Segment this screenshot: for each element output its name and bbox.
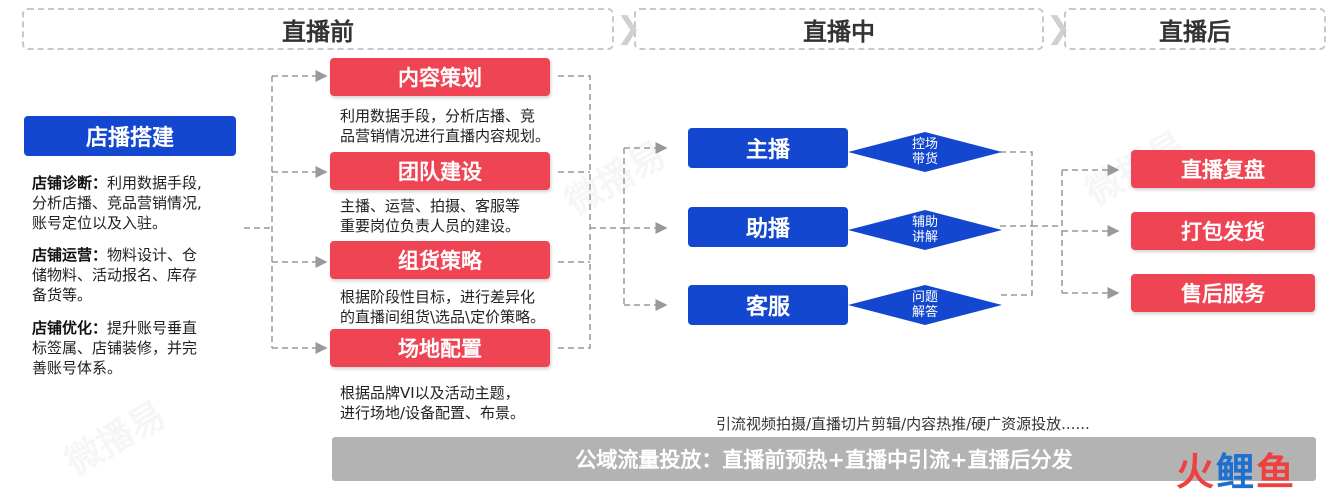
step-product-strategy: 组货策略 bbox=[330, 241, 550, 279]
step-content-planning-desc: 利用数据手段，分析店播、竞 品营销情况进行直播内容规划。 bbox=[340, 107, 551, 145]
post-shipping: 打包发货 bbox=[1131, 212, 1315, 250]
phase-before: 直播前 bbox=[22, 8, 614, 50]
step-venue-config: 场地配置 bbox=[330, 329, 550, 367]
store-operation: 店铺运营：物料设计、仓 储物料、活动报名、库存 备货等。 bbox=[32, 246, 198, 304]
step-team-building: 团队建设 bbox=[330, 152, 550, 190]
phase-during-label: 直播中 bbox=[803, 17, 875, 46]
role-host: 主播 bbox=[688, 128, 848, 168]
step-venue-config-desc: 根据品牌VI以及活动主题， 进行场地/设备配置、布景。 bbox=[340, 384, 526, 422]
store-setup-title: 店播搭建 bbox=[24, 116, 236, 156]
step-team-building-desc: 主播、运营、拍摄、客服等 重要岗位负责人员的建设。 bbox=[340, 197, 521, 235]
phase-after: 直播后 bbox=[1064, 8, 1326, 50]
step-content-planning: 内容策划 bbox=[330, 58, 550, 96]
phase-during: 直播中 bbox=[634, 8, 1044, 50]
bottom-banner: 公域流量投放：直播前预热+直播中引流+直播后分发 bbox=[332, 437, 1316, 481]
step-product-strategy-desc: 根据阶段性目标，进行差异化 的直播间组货\选品\定价策略。 bbox=[340, 288, 546, 326]
role-assistant-duty: 辅助 讲解 bbox=[911, 215, 938, 245]
role-service-duty: 问题 解答 bbox=[911, 290, 938, 320]
chevron-right-icon: ❯ bbox=[1046, 11, 1072, 46]
brand-logo: 火鲤鱼 bbox=[1176, 450, 1297, 494]
traffic-note: 引流视频拍摄/直播切片剪辑/内容热推/硬广资源投放...... bbox=[716, 415, 1090, 433]
role-host-duty: 控场 带货 bbox=[911, 137, 938, 167]
post-aftersales: 售后服务 bbox=[1131, 274, 1315, 312]
store-diagnosis: 店铺诊断：利用数据手段, 分析店播、竞品营销情况, 账号定位以及入驻。 bbox=[32, 174, 202, 232]
role-assistant: 助播 bbox=[688, 207, 848, 247]
phase-before-label: 直播前 bbox=[282, 17, 354, 46]
chevron-right-icon: ❯ bbox=[616, 11, 642, 46]
store-optimization: 店铺优化：提升账号垂直 标签属、店铺装修，并完 善账号体系。 bbox=[32, 319, 198, 377]
phase-after-label: 直播后 bbox=[1159, 17, 1231, 46]
role-service: 客服 bbox=[688, 285, 848, 325]
post-review: 直播复盘 bbox=[1131, 150, 1315, 188]
